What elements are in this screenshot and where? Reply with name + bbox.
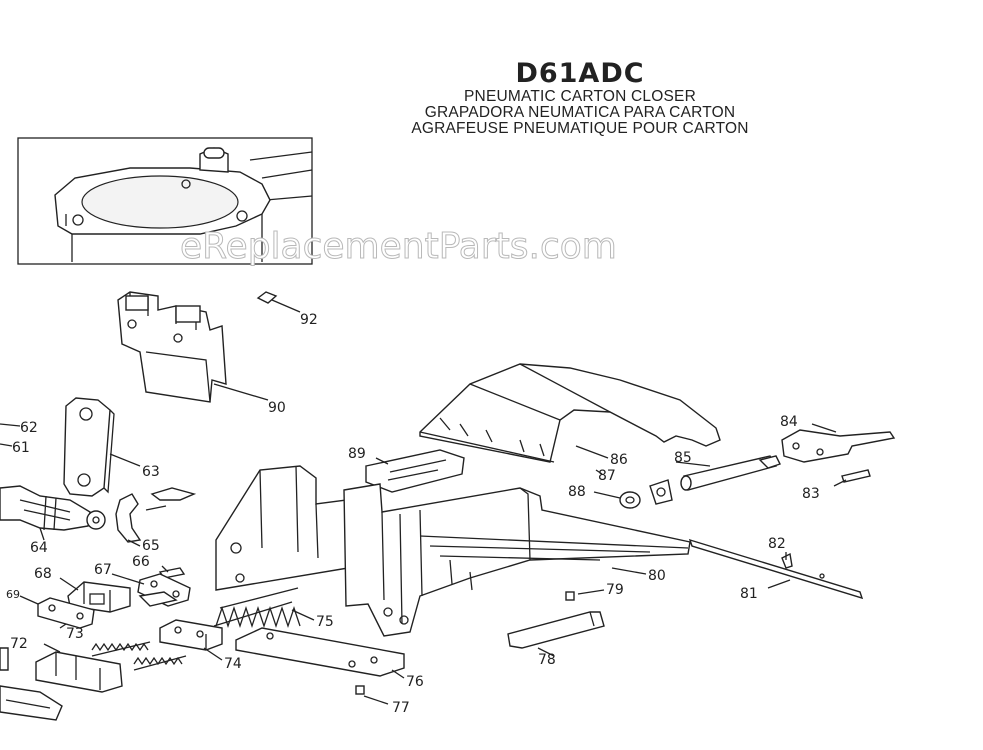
- part-78: [507, 611, 605, 649]
- part-75: [213, 587, 301, 629]
- title-spanish: GRAPADORA NEUMATICA PARA CARTON: [424, 104, 736, 121]
- part-88: [619, 491, 641, 509]
- part-65: [115, 487, 197, 543]
- callout-90: 90: [268, 400, 286, 416]
- callout-64: 64: [30, 540, 48, 556]
- title-block: D61ADC PNEUMATIC CARTON CLOSER GRAPADORA…: [300, 58, 860, 137]
- callout-81: 81: [740, 586, 758, 602]
- callout-86: 86: [610, 452, 628, 468]
- callout-89: 89: [348, 446, 366, 462]
- callout-73: 73: [66, 626, 84, 642]
- part-89: [365, 449, 465, 493]
- callout-77: 77: [392, 700, 410, 716]
- part-73: [37, 597, 95, 629]
- callout-66: 66: [132, 554, 150, 570]
- part-64: [0, 485, 106, 531]
- part-84: [781, 429, 896, 463]
- part-85: [680, 455, 781, 491]
- callout-69: 69: [6, 588, 20, 601]
- watermark: eReplacementParts.com: [180, 226, 618, 268]
- callout-76: 76: [406, 674, 424, 690]
- part-67: [137, 573, 191, 607]
- inset-detail: [17, 137, 313, 265]
- callout-82: 82: [768, 536, 786, 552]
- callout-92: 92: [300, 312, 318, 328]
- leader-lines: [0, 299, 847, 705]
- callout-79: 79: [606, 582, 624, 598]
- callout-78: 78: [538, 652, 556, 668]
- part-76: [235, 627, 405, 677]
- callout-83: 83: [802, 486, 820, 502]
- part-74: [159, 619, 223, 651]
- part-81: [688, 538, 864, 600]
- callout-85: 85: [674, 450, 692, 466]
- part-87: [649, 479, 673, 505]
- callout-72: 72: [10, 636, 28, 652]
- part-82: [781, 552, 793, 569]
- callout-62: 62: [20, 420, 38, 436]
- part-63: [63, 397, 115, 497]
- model-number: D61ADC: [515, 58, 645, 89]
- callout-74: 74: [224, 656, 242, 672]
- callout-65: 65: [142, 538, 160, 554]
- part-83: [841, 469, 871, 483]
- part-77: [355, 685, 365, 695]
- part-86: [419, 363, 721, 463]
- title-english: PNEUMATIC CARTON CLOSER: [464, 88, 696, 105]
- part-90: [117, 291, 227, 403]
- callout-61: 61: [12, 440, 30, 456]
- part-92: [256, 291, 278, 304]
- callout-67: 67: [94, 562, 112, 578]
- callout-68: 68: [34, 566, 52, 582]
- part-72: [0, 647, 123, 721]
- part-79: [565, 591, 575, 601]
- part-80-frame: [215, 465, 691, 637]
- callout-75: 75: [316, 614, 334, 630]
- callout-80: 80: [648, 568, 666, 584]
- callout-84: 84: [780, 414, 798, 430]
- callout-labels: 92 90 62 61 63 64 65 66 67 68 69 73 72 7…: [6, 312, 820, 716]
- callout-88: 88: [568, 484, 586, 500]
- callout-63: 63: [142, 464, 160, 480]
- title-french: AGRAFEUSE PNEUMATIQUE POUR CARTON: [411, 120, 749, 137]
- small-springs: [91, 641, 187, 671]
- callout-87: 87: [598, 468, 616, 484]
